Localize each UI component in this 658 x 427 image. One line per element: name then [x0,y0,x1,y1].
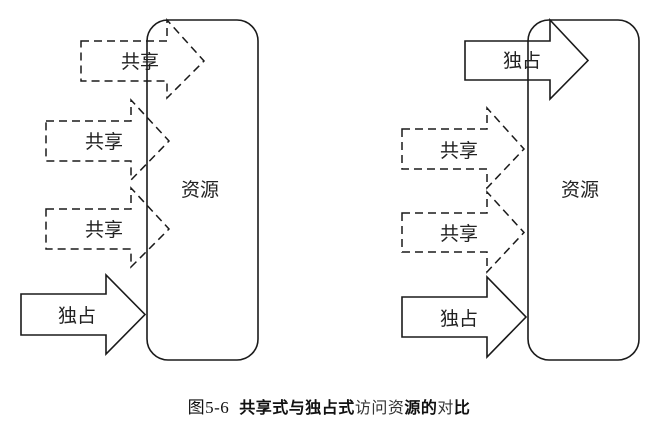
shared-arrow-label: 共享 [121,51,159,73]
shared-arrow [80,18,206,100]
shared-arrow [45,186,171,269]
exclusive-arrow [401,275,528,359]
figure-caption: 图5-6 共享式与独占式访问资源的对比 [0,393,658,418]
shared-arrow-label: 共享 [440,223,478,245]
resource-label: 资源 [561,179,599,201]
exclusive-arrow-label: 独占 [503,50,541,72]
shared-arrow [45,98,171,182]
shared-arrow-shape [401,190,526,274]
caption-segment: 访问资 [354,398,405,417]
exclusive-arrow [20,273,147,356]
resource-box [527,19,640,361]
shared-arrow-label: 共享 [440,140,478,162]
shared-arrow-label: 共享 [85,219,123,241]
caption-segment: 共享式与独占式 [239,398,355,417]
exclusive-arrow-shape [464,17,590,101]
exclusive-arrow-label: 独占 [58,305,96,327]
caption-segment: 比 [453,398,471,417]
shared-arrow [401,190,526,274]
shared-arrow-shape [45,186,171,269]
exclusive-arrow-shape [20,273,147,356]
shared-arrow-shape [401,106,526,190]
resource-box [146,19,259,361]
shared-arrow [401,106,526,190]
caption-segment: 对 [437,398,454,417]
shared-arrow-shape [80,18,206,100]
exclusive-arrow-shape [401,275,528,359]
exclusive-arrow [464,17,590,101]
figure-number: 图5-6 [187,398,230,417]
exclusive-arrow-label: 独占 [440,308,478,330]
shared-arrow-shape [45,98,171,182]
resource-label: 资源 [181,179,219,201]
caption-segment: 源的 [404,398,438,417]
shared-arrow-label: 共享 [85,131,123,153]
